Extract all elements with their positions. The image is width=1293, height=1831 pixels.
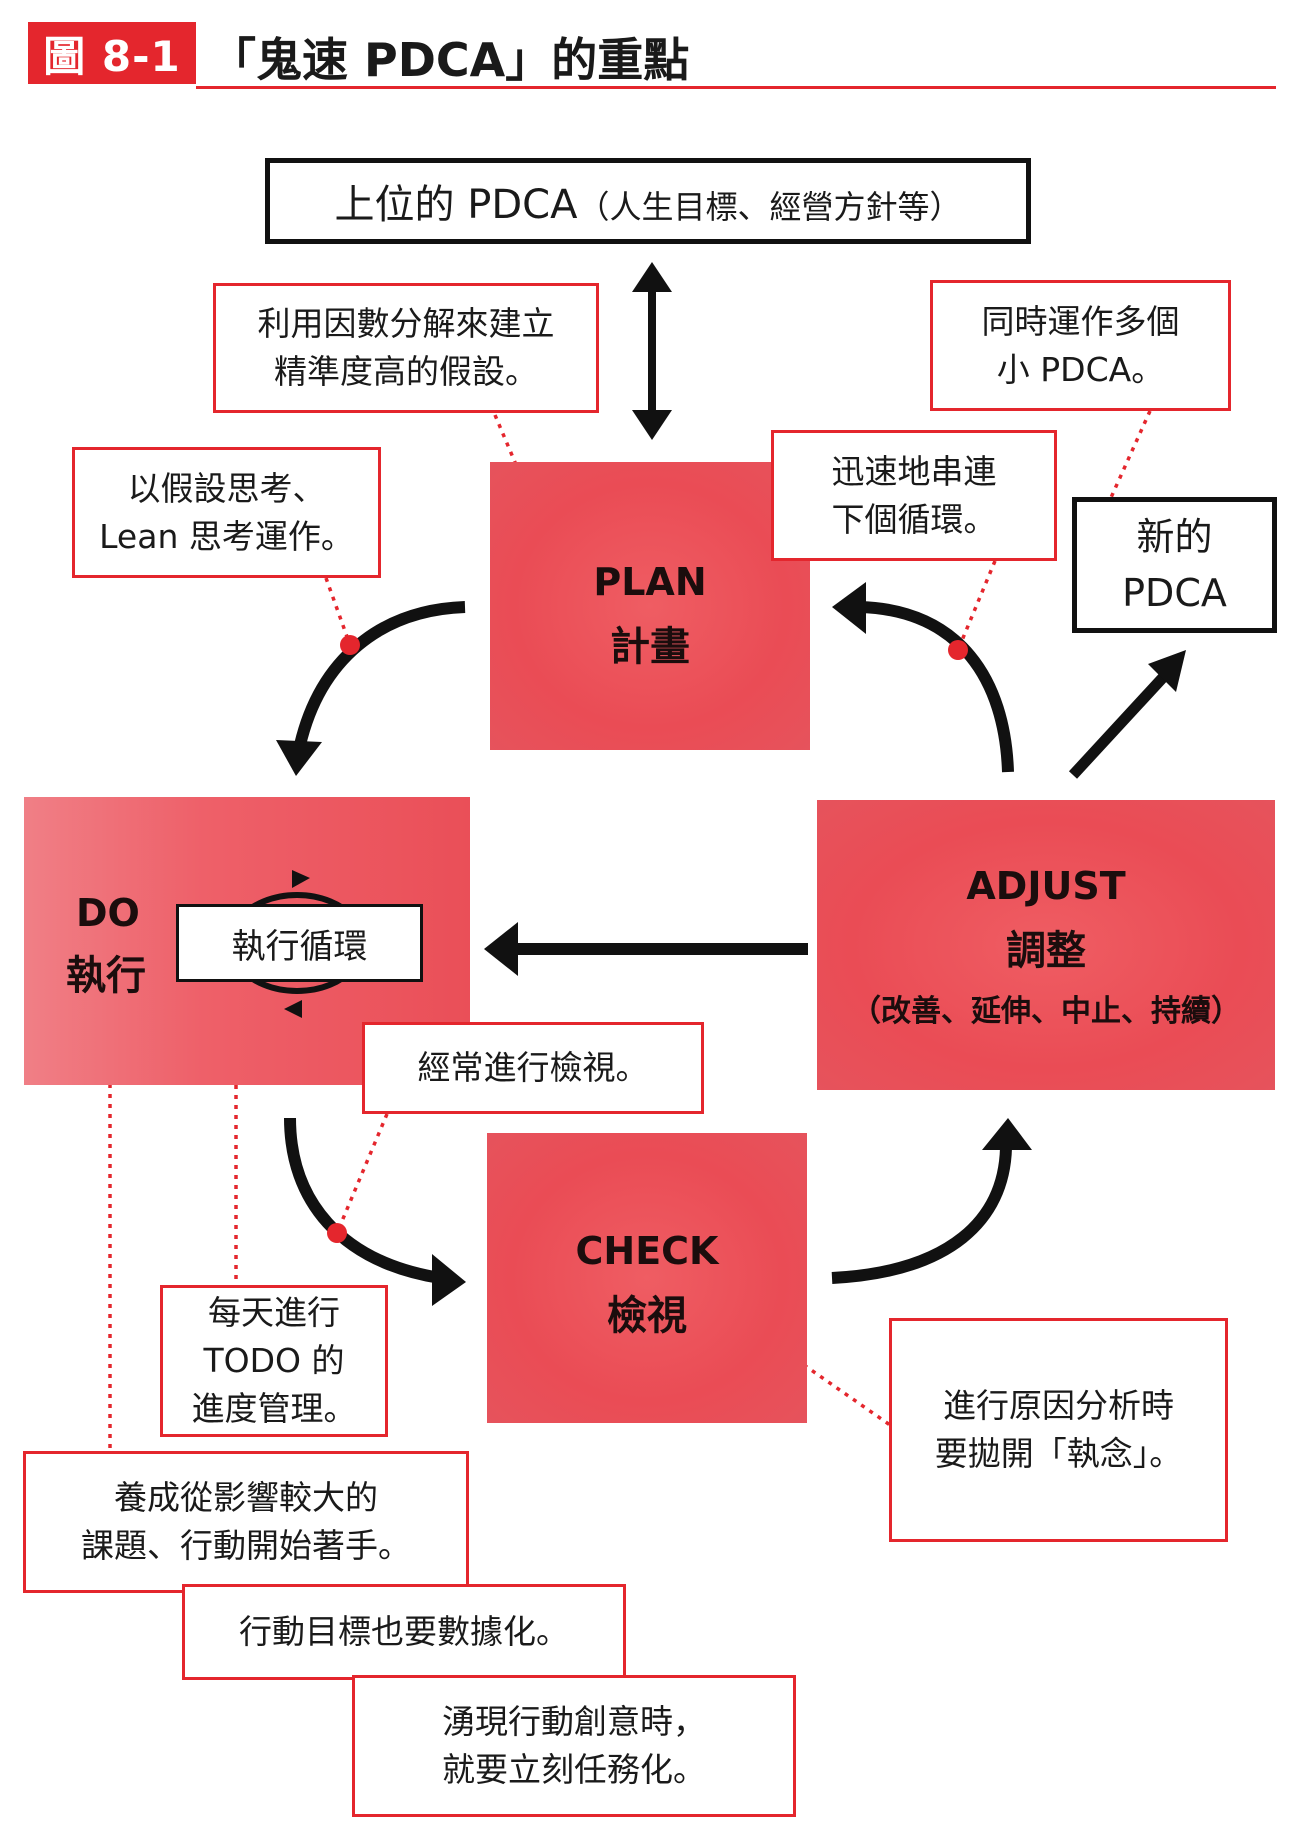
- execution-loop-box: 執行循環: [176, 904, 423, 982]
- plan-en: PLAN: [593, 560, 707, 604]
- note-line: 迅速地串連: [831, 451, 997, 491]
- new-pdca-line2: PDCA: [1122, 571, 1227, 615]
- leader-cause: [769, 1340, 892, 1427]
- upper-pdca-label: 上位的 PDCA: [334, 182, 578, 228]
- note-high-impact-first: 養成從影響較大的課題、行動開始著手。: [23, 1451, 469, 1593]
- note-line: 課題、行動開始著手。: [81, 1526, 411, 1565]
- leader-lean: [324, 577, 352, 646]
- adjust-en: ADJUST: [966, 864, 1126, 908]
- plan-zh: 計畫: [610, 624, 690, 670]
- page-title: 「鬼速 PDCA」的重點: [210, 33, 690, 87]
- note-line: 行動目標也要數據化。: [239, 1612, 569, 1651]
- note-line: 精準度高的假設。: [274, 352, 538, 391]
- note-line: 要拋開「執念」。: [934, 1434, 1183, 1473]
- note-line: 同時運作多個: [981, 301, 1180, 341]
- note-line: 湧現行動創意時，: [442, 1702, 706, 1741]
- note-line: 每天進行: [208, 1293, 340, 1332]
- adjust-sub: （改善、延伸、中止、持續）: [851, 994, 1241, 1029]
- note-ideas-to-tasks: 湧現行動創意時， 就要立刻任務化。: [352, 1675, 796, 1817]
- stage-plan: PLAN 計畫: [490, 462, 810, 750]
- note-link-next-cycle: 迅速地串連下個循環。: [771, 430, 1057, 561]
- check-zh: 檢視: [607, 1293, 687, 1339]
- adjust-to-plan-arrow: [832, 582, 1014, 773]
- adjust-to-new-arrow: [1068, 650, 1186, 779]
- note-multiple-small-pdca: 同時運作多個小 PDCA。: [930, 280, 1231, 411]
- note-factor-decomposition: 利用因數分解來建立精準度高的假設。: [213, 283, 599, 413]
- note-frequent-review: 經常進行檢視。: [362, 1022, 704, 1114]
- leader-link: [956, 560, 997, 651]
- execution-loop-label: 執行循環: [231, 926, 368, 967]
- note-quantify-goals: 行動目標也要數據化。: [182, 1584, 626, 1680]
- plan-to-do-arrow: [276, 601, 466, 776]
- adjust-to-do-arrow: [484, 922, 808, 976]
- dot-link: [948, 640, 968, 660]
- top-plan-double-arrow: [632, 262, 672, 440]
- new-pdca-line1: 新的: [1136, 515, 1213, 559]
- leader-review: [335, 1113, 389, 1234]
- note-line: 以假設思考、: [127, 468, 326, 508]
- note-line: 經常進行檢視。: [417, 1048, 649, 1087]
- loop-arrowhead-bottom: [284, 1000, 302, 1018]
- note-line: 小 PDCA。: [996, 349, 1165, 389]
- do-zh: 執行: [66, 953, 146, 999]
- new-pdca-box: 新的 PDCA: [1072, 497, 1277, 633]
- stage-check: CHECK 檢視: [487, 1133, 807, 1423]
- title-rule: [196, 86, 1276, 89]
- stage-adjust: ADJUST 調整 （改善、延伸、中止、持續）: [817, 800, 1275, 1090]
- note-line: 就要立刻任務化。: [442, 1750, 706, 1789]
- note-cause-analysis: 進行原因分析時要拋開「執念」。: [889, 1318, 1228, 1542]
- adjust-zh: 調整: [1006, 928, 1086, 974]
- note-line: 進度管理。: [191, 1389, 357, 1428]
- do-to-check-arrow: [284, 1117, 466, 1306]
- check-en: CHECK: [575, 1229, 719, 1273]
- dot-lean: [340, 635, 360, 655]
- upper-pdca-sub: （人生目標、經營方針等）: [577, 188, 962, 226]
- note-lean-thinking: 以假設思考、 Lean 思考運作。: [72, 447, 381, 578]
- note-line: Lean 思考運作。: [99, 516, 354, 556]
- loop-arrowhead-top: [292, 870, 310, 888]
- note-line: 進行原因分析時: [943, 1386, 1174, 1425]
- upper-pdca-box: 上位的 PDCA（人生目標、經營方針等）: [265, 158, 1031, 244]
- note-line: TODO 的: [203, 1341, 345, 1380]
- note-line: 下個循環。: [831, 499, 997, 539]
- note-daily-todo: 每天進行 TODO 的進度管理。: [160, 1285, 388, 1437]
- note-line: 利用因數分解來建立: [257, 304, 555, 343]
- figure-tag: 圖 8-1: [28, 22, 196, 84]
- check-to-adjust-arrow: [831, 1118, 1032, 1284]
- do-en: DO: [76, 891, 140, 935]
- dot-review: [327, 1223, 347, 1243]
- note-line: 養成從影響較大的: [114, 1478, 378, 1517]
- figure-tag-label: 圖 8-1: [43, 31, 181, 81]
